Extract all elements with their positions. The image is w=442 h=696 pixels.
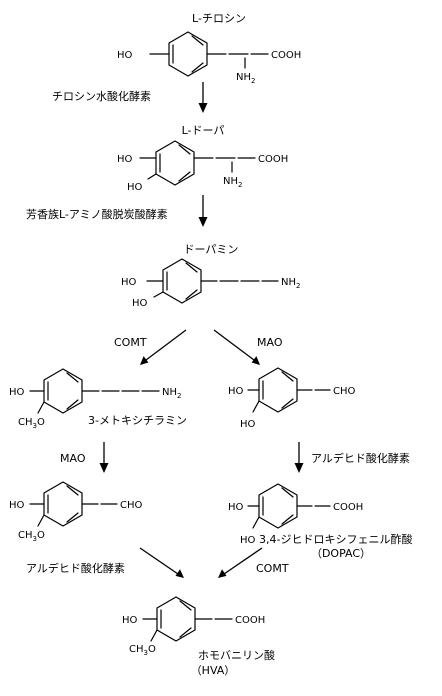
- hva-hydroxyl: HO: [122, 615, 138, 626]
- dopac-hydroxyl-4: HO: [228, 502, 244, 513]
- mopal-aldehyde: CHO: [120, 500, 143, 511]
- dopa-hydroxyl-4: HO: [117, 154, 133, 165]
- methoxytyramine-amine: NH2: [162, 387, 181, 400]
- dopamine-hydroxyl-4: HO: [121, 277, 137, 288]
- compound-tyrosine: L-チロシン HO COOH NH2: [117, 12, 301, 85]
- dopamine-benzene-ring: [162, 258, 202, 304]
- dopa-carboxyl: COOH: [258, 154, 288, 165]
- dopal-hydroxyl-4: HO: [228, 386, 244, 397]
- tyrosine-amine: NH2: [236, 72, 255, 85]
- dopa-amine: NH2: [223, 176, 242, 189]
- hva-name: ホモバニリン酸: [198, 648, 275, 662]
- methoxytyramine-benzene-ring: [43, 368, 83, 414]
- mopal-hydroxyl: HO: [9, 500, 25, 511]
- compound-hva: HO CH3O COOH ホモバニリン酸 （HVA）: [122, 596, 275, 677]
- arrow-dopac-to-hva: [223, 547, 263, 575]
- dopa-benzene-ring: [155, 140, 195, 186]
- methoxytyramine-methoxy: CH3O: [18, 417, 45, 430]
- dopa-hydroxyl-3: HO: [127, 182, 143, 193]
- mopal-benzene-ring: [43, 481, 83, 527]
- compound-dopa: L-ドーパ HO HO COOH NH2: [117, 124, 288, 193]
- enzyme-comt-left: COMT: [114, 336, 147, 349]
- tyrosine-name: L-チロシン: [192, 12, 246, 25]
- enzyme-aadc: 芳香族L-アミノ酸脱炭酸酵素: [26, 207, 168, 221]
- dopamine-amine: NH2: [281, 277, 300, 290]
- dopal-hydroxyl-3: HO: [240, 419, 256, 430]
- tyrosine-hydroxyl: HO: [117, 50, 133, 61]
- dopac-name: 3,4-ジヒドロキシフェニル酢酸: [259, 532, 412, 546]
- dopamine-hydroxyl-3: HO: [132, 298, 148, 309]
- dopa-name: L-ドーパ: [182, 124, 225, 137]
- arrow-dopamine-to-methoxytyramine: [145, 329, 187, 361]
- enzyme-aldh-right: アルデヒド酸化酵素: [311, 451, 410, 465]
- dopac-abbreviation: （DOPAC）: [311, 547, 371, 560]
- enzyme-mao-right: MAO: [257, 336, 283, 349]
- enzyme-mao-left: MAO: [60, 452, 86, 465]
- hva-carboxyl: COOH: [235, 615, 265, 626]
- hva-abbreviation: （HVA）: [191, 664, 236, 677]
- methoxytyramine-hydroxyl: HO: [9, 387, 25, 398]
- tyrosine-benzene-ring: [168, 31, 208, 77]
- enzyme-aldh-left: アルデヒド酸化酵素: [26, 561, 125, 575]
- compound-methoxytyramine: HO CH3O NH2 3-メトキシチラミン: [9, 368, 187, 430]
- enzyme-comt-bottom: COMT: [256, 562, 289, 575]
- hva-benzene-ring: [156, 596, 196, 642]
- dopal-aldehyde: CHO: [333, 386, 356, 397]
- enzyme-tyrosine-hydroxylase: チロシン水酸化酵素: [52, 89, 151, 103]
- arrow-dopamine-to-dopal: [213, 329, 255, 361]
- dopamine-name: ドーパミン: [184, 243, 239, 256]
- dopac-benzene-ring: [258, 483, 298, 529]
- dopac-carboxyl: COOH: [333, 502, 363, 513]
- dopac-hydroxyl-3: HO: [240, 535, 256, 546]
- compound-dopac: HO HO COOH 3,4-ジヒドロキシフェニル酢酸 （DOPAC）: [228, 483, 412, 560]
- arrow-mopal-to-hva: [139, 547, 179, 575]
- compound-dopamine: ドーパミン HO HO NH2: [121, 243, 300, 309]
- tyrosine-carboxyl: COOH: [271, 50, 301, 61]
- dopal-benzene-ring: [258, 367, 298, 413]
- methoxytyramine-name: 3-メトキシチラミン: [88, 414, 187, 427]
- compound-dopal: HO HO CHO: [228, 367, 356, 430]
- mopal-methoxy: CH3O: [18, 530, 45, 543]
- hva-methoxy: CH3O: [129, 644, 156, 657]
- compound-mopal: HO CH3O CHO: [9, 481, 143, 543]
